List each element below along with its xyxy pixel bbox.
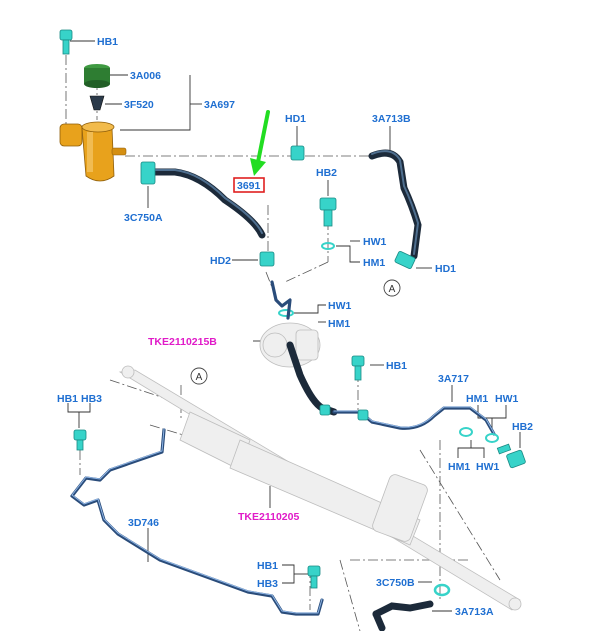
callout-hb1-low[interactable]: HB1 [257, 560, 278, 572]
bolt-icon [319, 197, 337, 250]
callout-hb2-mid[interactable]: HB2 [316, 167, 337, 179]
circle-a-label: A [196, 372, 203, 383]
leader-lines [67, 40, 521, 612]
callout-hw1-d[interactable]: HW1 [476, 461, 499, 473]
callout-tke2110215b[interactable]: TKE2110215B [148, 336, 217, 348]
callout-hb1-mid[interactable]: HB1 [386, 360, 407, 372]
clip-icon [259, 251, 275, 267]
callout-hm1-b[interactable]: HM1 [328, 318, 350, 330]
o-ring-icon [459, 427, 473, 437]
clip-icon [433, 583, 451, 597]
callout-hb1-left[interactable]: HB1 [57, 393, 78, 405]
callout-3c750a[interactable]: 3C750A [124, 212, 163, 224]
o-ring-icon [485, 433, 499, 443]
callout-3a697[interactable]: 3A697 [204, 99, 235, 111]
reference-circle-a-icon: A [190, 367, 208, 385]
callout-hm1-c[interactable]: HM1 [466, 393, 488, 405]
callout-labels: HB1 3A006 3F520 3A697 HD1 3A713B HB2 3C7… [57, 36, 533, 618]
reservoir-assembly [59, 29, 127, 182]
bolt-icon [59, 29, 73, 55]
bolt-icon [307, 565, 321, 589]
steering-rack-ghost [118, 365, 522, 611]
callout-hd1-right[interactable]: HD1 [435, 263, 456, 275]
highlight-box [233, 177, 265, 193]
callout-hw1-b[interactable]: HW1 [328, 300, 351, 312]
filter-icon [89, 95, 105, 111]
clip-icon [357, 409, 369, 421]
callout-3f520[interactable]: 3F520 [124, 99, 154, 111]
callout-hb1-top[interactable]: HB1 [97, 36, 118, 48]
clip-icon [140, 161, 156, 185]
callout-3a006[interactable]: 3A006 [130, 70, 161, 82]
callout-3c750b[interactable]: 3C750B [376, 577, 415, 589]
callout-tke2110205[interactable]: TKE2110205 [238, 511, 299, 523]
callout-hb2-right[interactable]: HB2 [512, 421, 533, 433]
clip-icon [290, 145, 305, 161]
reservoir-body-icon [59, 121, 127, 182]
callout-hm1-a[interactable]: HM1 [363, 257, 385, 269]
circle-a-label: A [389, 284, 396, 295]
hose-3a713a [372, 600, 434, 631]
hose-3691 [148, 168, 266, 239]
callout-3a717[interactable]: 3A717 [438, 373, 469, 385]
callout-hd2[interactable]: HD2 [210, 255, 231, 267]
o-ring-icon [278, 309, 294, 317]
callout-hm1-d[interactable]: HM1 [448, 461, 470, 473]
callout-3d746[interactable]: 3D746 [128, 517, 159, 529]
bolt-icon [496, 443, 526, 469]
callout-hd1-top[interactable]: HD1 [285, 113, 306, 125]
reference-circle-a-icon: A [383, 279, 401, 297]
clip-icon [394, 251, 416, 269]
green-arrow-icon [250, 110, 270, 176]
callout-3691[interactable]: 3691 [237, 180, 261, 192]
bolt-icon [73, 429, 87, 451]
callout-3a713a[interactable]: 3A713A [455, 606, 494, 618]
callout-hw1-c[interactable]: HW1 [495, 393, 518, 405]
callout-hw1-a[interactable]: HW1 [363, 236, 386, 248]
bolt-icon [351, 355, 365, 381]
cap-icon [84, 64, 110, 88]
callout-hb3-left[interactable]: HB3 [81, 393, 102, 405]
callout-3a713b[interactable]: 3A713B [372, 113, 411, 125]
callout-hb3-low[interactable]: HB3 [257, 578, 278, 590]
return-line-3d746 [70, 428, 324, 616]
clip-icon [319, 404, 331, 416]
hose-3a713b [368, 149, 422, 260]
